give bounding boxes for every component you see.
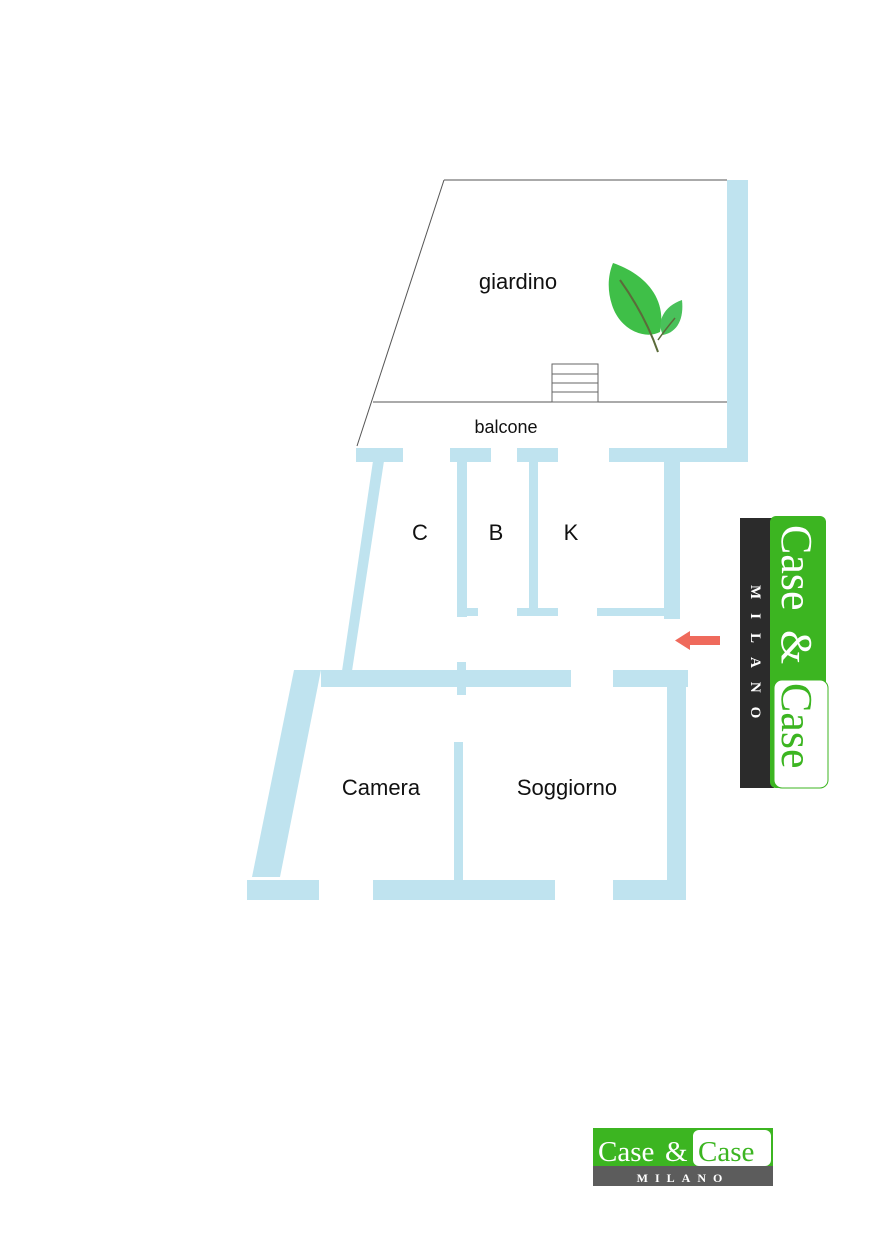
garden-outline — [356, 179, 727, 447]
wall — [252, 670, 321, 877]
wall — [321, 670, 571, 687]
wall — [454, 742, 463, 880]
wall — [529, 461, 538, 612]
wall — [517, 608, 558, 616]
logo-city: MILANO — [747, 585, 763, 732]
room-label-garden: giardino — [479, 269, 557, 294]
logo-amp: & — [772, 630, 821, 664]
plant-leaf-icon — [608, 263, 683, 353]
wall — [597, 608, 664, 616]
wall — [517, 448, 558, 462]
wall — [247, 880, 319, 900]
wall — [613, 670, 688, 687]
wall — [664, 461, 680, 619]
wall — [342, 461, 384, 671]
logo-word2: Case — [772, 683, 821, 769]
entrance-arrow-icon — [675, 631, 720, 650]
stairs — [551, 363, 599, 403]
wall — [667, 687, 686, 900]
logo-bottom-word1: Case — [598, 1136, 654, 1168]
logo-bottom-city: MILANO — [637, 1171, 730, 1185]
wall — [727, 180, 748, 462]
wall — [613, 880, 669, 900]
brand-logo-vertical: Case & Case MILANO — [740, 516, 829, 789]
logo-bottom-amp: & — [665, 1136, 688, 1168]
wall — [457, 461, 467, 617]
wall — [356, 448, 403, 462]
wall — [457, 662, 466, 695]
wall — [467, 608, 478, 616]
room-label-balcony: balcone — [474, 417, 537, 437]
room-label-kitchen: K — [564, 520, 579, 545]
room-label-bath: B — [489, 520, 504, 545]
room-label-bedroom: Camera — [342, 775, 421, 800]
wall — [609, 448, 748, 462]
room-label-living: Soggiorno — [517, 775, 617, 800]
brand-logo: Case & Case MILANO — [593, 1128, 773, 1186]
logo-word1: Case — [772, 525, 821, 611]
wall — [373, 880, 555, 900]
logo-bottom-word2: Case — [698, 1136, 754, 1168]
wall — [450, 448, 491, 462]
room-label-closet: C — [412, 520, 428, 545]
walls — [247, 180, 748, 900]
